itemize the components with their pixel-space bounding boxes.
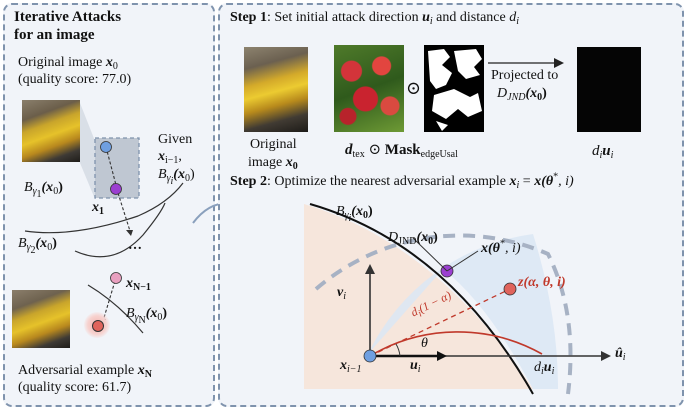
step2-u-label: ui <box>410 358 421 375</box>
step2-xtheta-label: x(θ*, i) <box>481 238 521 256</box>
projected-arrow <box>488 58 564 68</box>
step1-original-image <box>244 47 308 132</box>
ball1-label: Bγ1(x0) <box>24 180 63 200</box>
ball-boundary <box>309 203 534 395</box>
djnd-leader <box>412 237 448 272</box>
ballN-label: BγN(x0) <box>126 306 168 326</box>
xn1-label: xN−1 <box>126 276 151 293</box>
ballN-curve <box>87 284 144 334</box>
point-x1 <box>110 183 122 195</box>
original-image-thumbnail <box>22 100 80 162</box>
ellipsis: … <box>128 238 142 253</box>
jnd-boundary <box>314 233 573 395</box>
theta-arc <box>395 343 401 357</box>
point-x0 <box>100 141 112 153</box>
point-xn <box>92 320 104 332</box>
step2-theta-label: θ <box>421 336 428 351</box>
step2-du-label: diui <box>534 360 555 377</box>
step1-orig-caption-2: image x0 <box>248 155 298 172</box>
result-perturbation <box>577 47 641 132</box>
arrow-x1-next <box>117 192 131 232</box>
odot-1: ⊙ <box>406 78 422 98</box>
texture-image <box>334 45 404 132</box>
step2-djnd-label: DJND(x0) <box>388 230 438 247</box>
ball2-curve <box>74 202 166 258</box>
step2-ball-label: Bγi(x0) <box>336 204 373 224</box>
ball2-label: Bγ2(x0) <box>18 236 57 256</box>
original-image-label: Original image x0 <box>18 55 118 72</box>
zoom-beam <box>80 103 95 199</box>
jnd-region <box>368 234 558 389</box>
original-quality: (quality score: 77.0) <box>18 72 132 87</box>
step2-diagram <box>304 203 611 395</box>
step2-uhat-label: ûi <box>615 346 626 363</box>
step2-v-label: vi <box>337 285 346 302</box>
projected-text-1: Projected to <box>491 68 559 83</box>
step2-header: Step 2: Optimize the nearest adversarial… <box>230 171 574 191</box>
origin-point <box>363 349 377 363</box>
ball1-curve <box>24 182 184 234</box>
projected-text-2: DJND(x0) <box>497 86 547 103</box>
given-ball: Bγi(x0) <box>158 167 195 187</box>
left-title-line1: Iterative Attacks <box>14 9 122 25</box>
z-point <box>503 282 517 296</box>
result-label: diui <box>592 143 614 161</box>
texture-mask-label: dtex ⊙ MaskedgeUsal <box>345 142 458 160</box>
mask-image <box>424 45 484 132</box>
step2-origin-label: xi−1 <box>340 358 362 375</box>
xtheta-leader <box>446 250 479 272</box>
distance-line <box>369 288 511 357</box>
arrow-xn1-xn <box>102 280 116 322</box>
adversarial-image-thumbnail <box>12 290 70 348</box>
point-xn1 <box>110 272 122 284</box>
step1-orig-caption-1: Original <box>250 137 297 152</box>
step2-z-label: z(α, θ, i) <box>518 275 566 290</box>
adversarial-quality: (quality score: 61.7) <box>18 380 132 395</box>
given-var: xi−1, <box>158 149 182 166</box>
left-title-line2: for an image <box>14 27 95 43</box>
x1-label: x1 <box>92 200 104 217</box>
given-text: Given <box>158 132 193 147</box>
step1-header: Step 1: Set initial attack direction ui … <box>230 10 520 27</box>
arrow-x0-x1 <box>105 146 117 186</box>
adversarial-label: Adversarial example xN <box>18 363 152 380</box>
